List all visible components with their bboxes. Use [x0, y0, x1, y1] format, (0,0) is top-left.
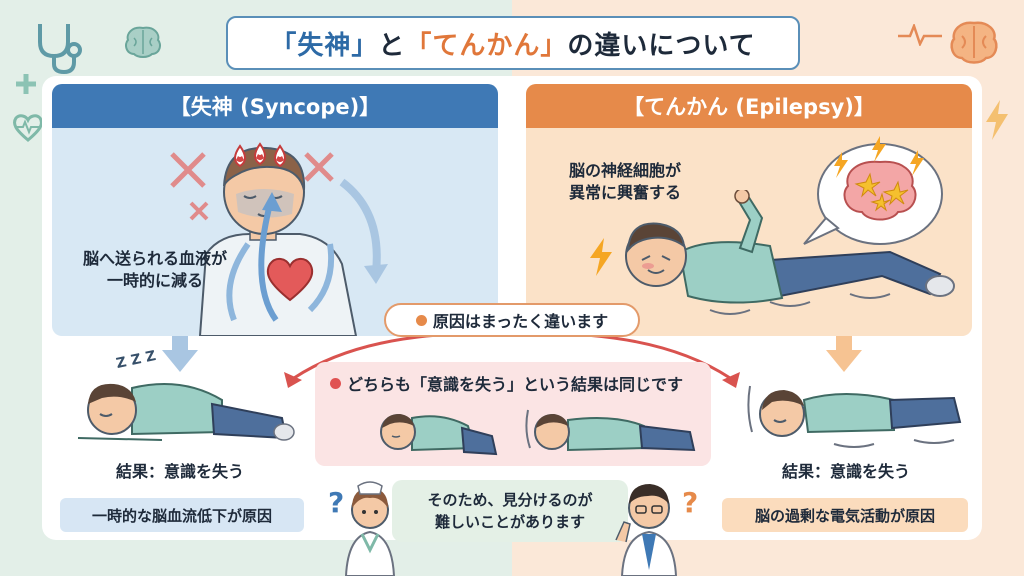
- lightning-icon: [986, 100, 1008, 140]
- nurse-illustration: [344, 481, 396, 576]
- epilepsy-down-arrow: [826, 350, 862, 372]
- title-rest: の違いについて: [567, 30, 756, 61]
- collapsed-person-illustration: [380, 414, 498, 456]
- blood-drop-icon: [234, 142, 286, 168]
- epilepsy-header: 【てんかん (Epilepsy)】: [526, 84, 972, 128]
- bottom-note-line2: 難しいことがあります: [434, 513, 585, 531]
- bottom-note-line1: そのため、見分けるのが: [427, 491, 593, 509]
- pulse-line-icon: [898, 24, 942, 46]
- stethoscope-icon: [38, 24, 82, 75]
- orange-dot-icon: [415, 314, 427, 326]
- heart-pulse-icon: [13, 114, 43, 142]
- title-epilepsy: 「てんかん」: [405, 30, 568, 61]
- red-dot-icon: [330, 377, 341, 389]
- epilepsy-cause: 脳の過剰な電気活動が原因: [722, 498, 968, 532]
- doctor-illustration: [615, 484, 678, 576]
- syncope-header: 【失神 (Syncope)】: [52, 84, 498, 128]
- cross-mark-icon: [189, 201, 209, 221]
- cross-mark-icon: [304, 152, 334, 182]
- brain-icon: [125, 26, 161, 58]
- syncope-caption-line1: 脳へ送られる血液が: [82, 249, 227, 268]
- lightning-icon: [834, 136, 924, 178]
- page-title: 「失神」 と 「てんかん」 の違いについて: [226, 16, 800, 70]
- question-mark-left: ?: [328, 486, 345, 519]
- epilepsy-caption-line2: 異常に興奮する: [568, 183, 681, 202]
- cause-pill-text: 原因はまったく違います: [432, 312, 609, 331]
- common-result-text: どちらも「意識を失う」という結果は同じです: [347, 375, 684, 394]
- seizing-person-illustration: [747, 385, 962, 448]
- brain-icon: [950, 21, 998, 64]
- collapsed-person-illustration: [525, 409, 696, 452]
- sparkle-icon: [854, 172, 909, 212]
- title-syncope: 「失神」: [270, 30, 379, 61]
- brain-activity-bubble: [803, 136, 943, 245]
- cause-pill: 原因はまったく違います: [384, 303, 640, 337]
- epilepsy-person-illustration: [625, 190, 955, 315]
- question-mark-right: ?: [682, 486, 699, 519]
- syncope-cause: 一時的な脳血流低下が原因: [60, 498, 304, 532]
- epilepsy-caption: 脳の神経細胞が 異常に興奮する: [540, 160, 710, 204]
- syncope-caption: 脳へ送られる血液が 一時的に減る: [70, 248, 240, 292]
- syncope-down-arrow: [162, 350, 198, 372]
- title-and: と: [378, 30, 406, 61]
- bottom-note: そのため、見分けるのが 難しいことがあります: [392, 480, 628, 542]
- swoosh-arrow-icon: [339, 178, 388, 284]
- epilepsy-down-arrow-stem: [836, 336, 852, 352]
- common-result-title: どちらも「意識を失う」という結果は同じです: [330, 371, 700, 395]
- plus-icon: [16, 74, 36, 94]
- syncope-person-illustration: [198, 142, 358, 336]
- syncope-down-arrow-stem: [172, 336, 188, 352]
- syncope-result: 結果：意識を失う: [115, 462, 244, 481]
- cross-mark-icon: [170, 152, 206, 188]
- epilepsy-result: 結果：意識を失う: [781, 462, 910, 481]
- epilepsy-caption-line1: 脳の神経細胞が: [568, 161, 681, 180]
- fainted-person-illustration: [77, 383, 295, 441]
- lightning-icon: [590, 238, 612, 276]
- heart-icon: [266, 258, 314, 302]
- syncope-caption-line2: 一時的に減る: [106, 271, 203, 290]
